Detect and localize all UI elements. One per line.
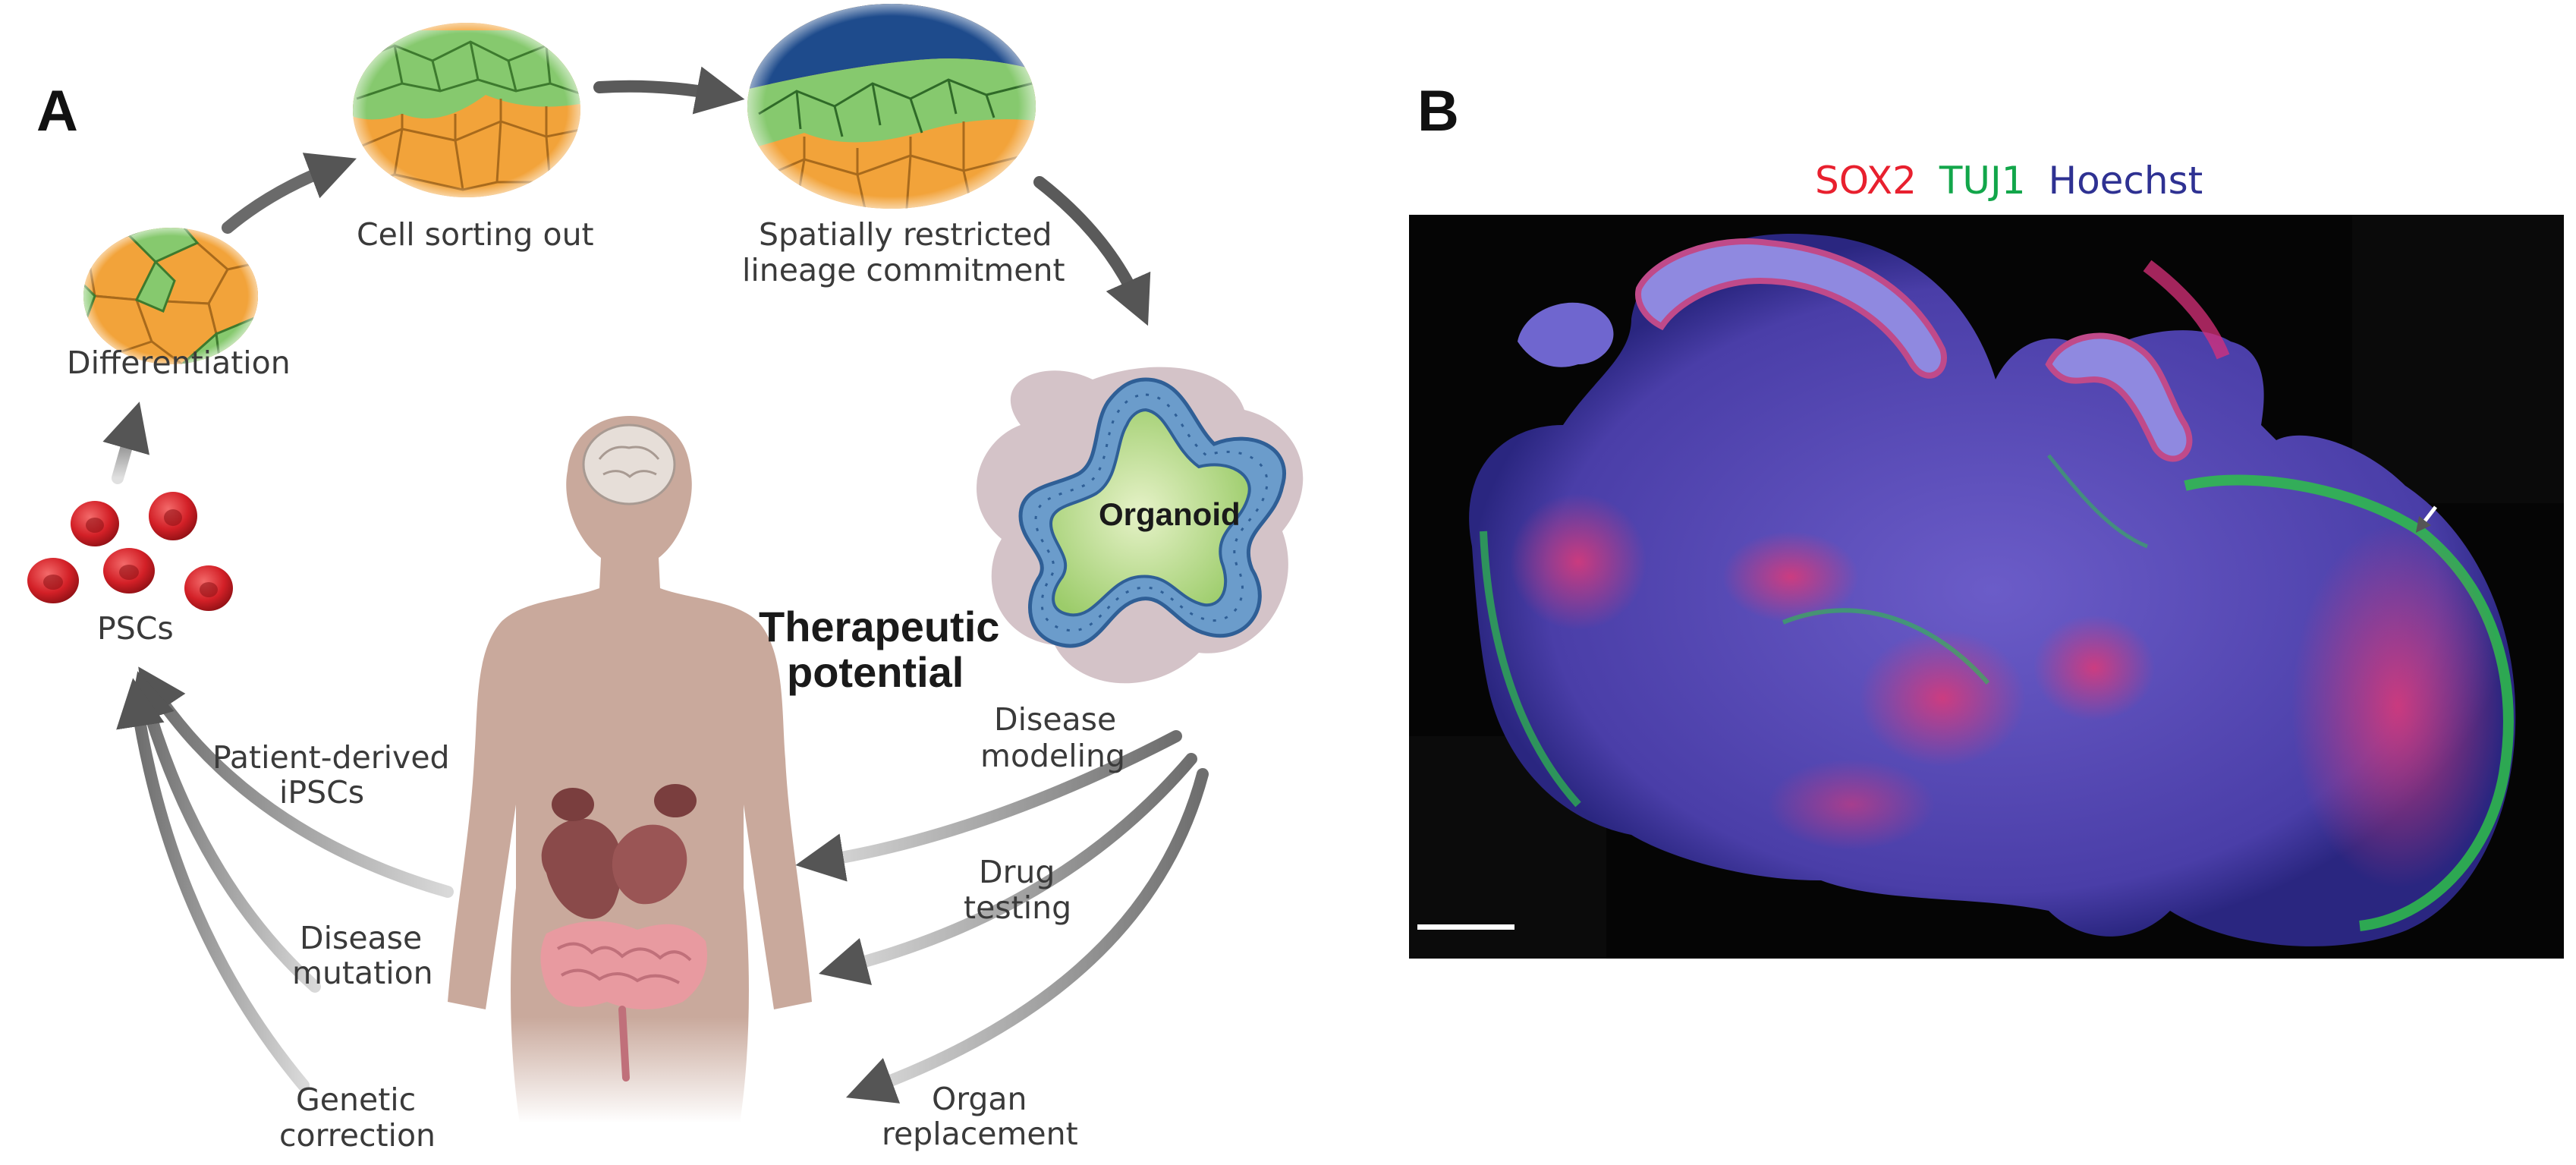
panel-a-letter: A xyxy=(36,79,78,143)
panel-b: B SOX2 TUJ1 Hoechst xyxy=(1409,79,2564,959)
patient-derived-label-line1: Patient-derived xyxy=(212,739,450,776)
stain-hoechst: Hoechst xyxy=(2048,159,2203,203)
internal-organs xyxy=(540,784,707,1082)
application-arrows xyxy=(795,730,1209,1104)
scale-bar xyxy=(1417,924,1514,930)
patient-derived-label-line2: iPSCs xyxy=(279,774,364,811)
organ-replacement-label-line1: Organ xyxy=(932,1081,1027,1117)
lineage-label-line1: Spatially restricted xyxy=(759,216,1052,253)
drug-testing-label-line2: testing xyxy=(964,889,1071,926)
differentiation-label: Differentiation xyxy=(67,345,291,381)
organoid-illustration: Organoid xyxy=(977,367,1304,684)
micrograph xyxy=(1409,215,2564,959)
arrow-patient-derived xyxy=(138,666,454,898)
cell-sorting-illustration xyxy=(353,23,580,197)
arrow-sorting-to-lineage xyxy=(593,66,745,115)
cell-sorting-label: Cell sorting out xyxy=(357,216,594,253)
panel-a: A Differentiation xyxy=(27,4,1304,1154)
arrow-disease-mutation xyxy=(127,671,321,993)
source-arrows xyxy=(116,666,454,1091)
cycle-arrows xyxy=(102,66,1151,484)
disease-mutation-label-line2: mutation xyxy=(292,955,433,991)
genetic-correction-label-line1: Genetic xyxy=(296,1082,416,1118)
stain-legend: SOX2 TUJ1 Hoechst xyxy=(1815,159,2203,203)
arrow-drug-testing xyxy=(819,753,1197,985)
drug-testing-label-line1: Drug xyxy=(979,854,1055,890)
arrow-annotation xyxy=(2415,505,2437,533)
arrow-organ-replacement xyxy=(845,768,1209,1104)
arrow-genetic-correction xyxy=(116,678,310,1091)
psc-cells-illustration xyxy=(27,492,233,611)
disease-modeling-label-line1: Disease xyxy=(994,701,1116,738)
arrow-lineage-to-organoid xyxy=(1033,176,1151,326)
arrow-differentiation-to-sorting xyxy=(222,153,357,234)
pscs-label: PSCs xyxy=(97,610,174,647)
genetic-correction-label-line2: correction xyxy=(279,1117,436,1154)
stain-sox2: SOX2 xyxy=(1815,159,1917,203)
lineage-label-line2: lineage commitment xyxy=(742,252,1065,288)
arrow-pscs-to-differentiation xyxy=(102,401,149,484)
panel-b-letter: B xyxy=(1417,79,1459,143)
stain-tuj1: TUJ1 xyxy=(1939,159,2026,203)
tissue-section xyxy=(1469,234,2516,946)
lineage-commitment-illustration xyxy=(747,4,1036,209)
therapeutic-label-line1: Therapeutic xyxy=(759,603,999,650)
arrow-disease-modeling xyxy=(795,730,1182,882)
organ-replacement-label-line2: replacement xyxy=(882,1116,1078,1152)
human-body-illustration xyxy=(448,416,812,1123)
organoid-label: Organoid xyxy=(1099,496,1241,532)
disease-mutation-label-line1: Disease xyxy=(300,920,422,956)
differentiation-cells-illustration xyxy=(83,228,258,364)
therapeutic-label-line2: potential xyxy=(787,648,964,696)
disease-modeling-label-line2: modeling xyxy=(980,738,1125,774)
